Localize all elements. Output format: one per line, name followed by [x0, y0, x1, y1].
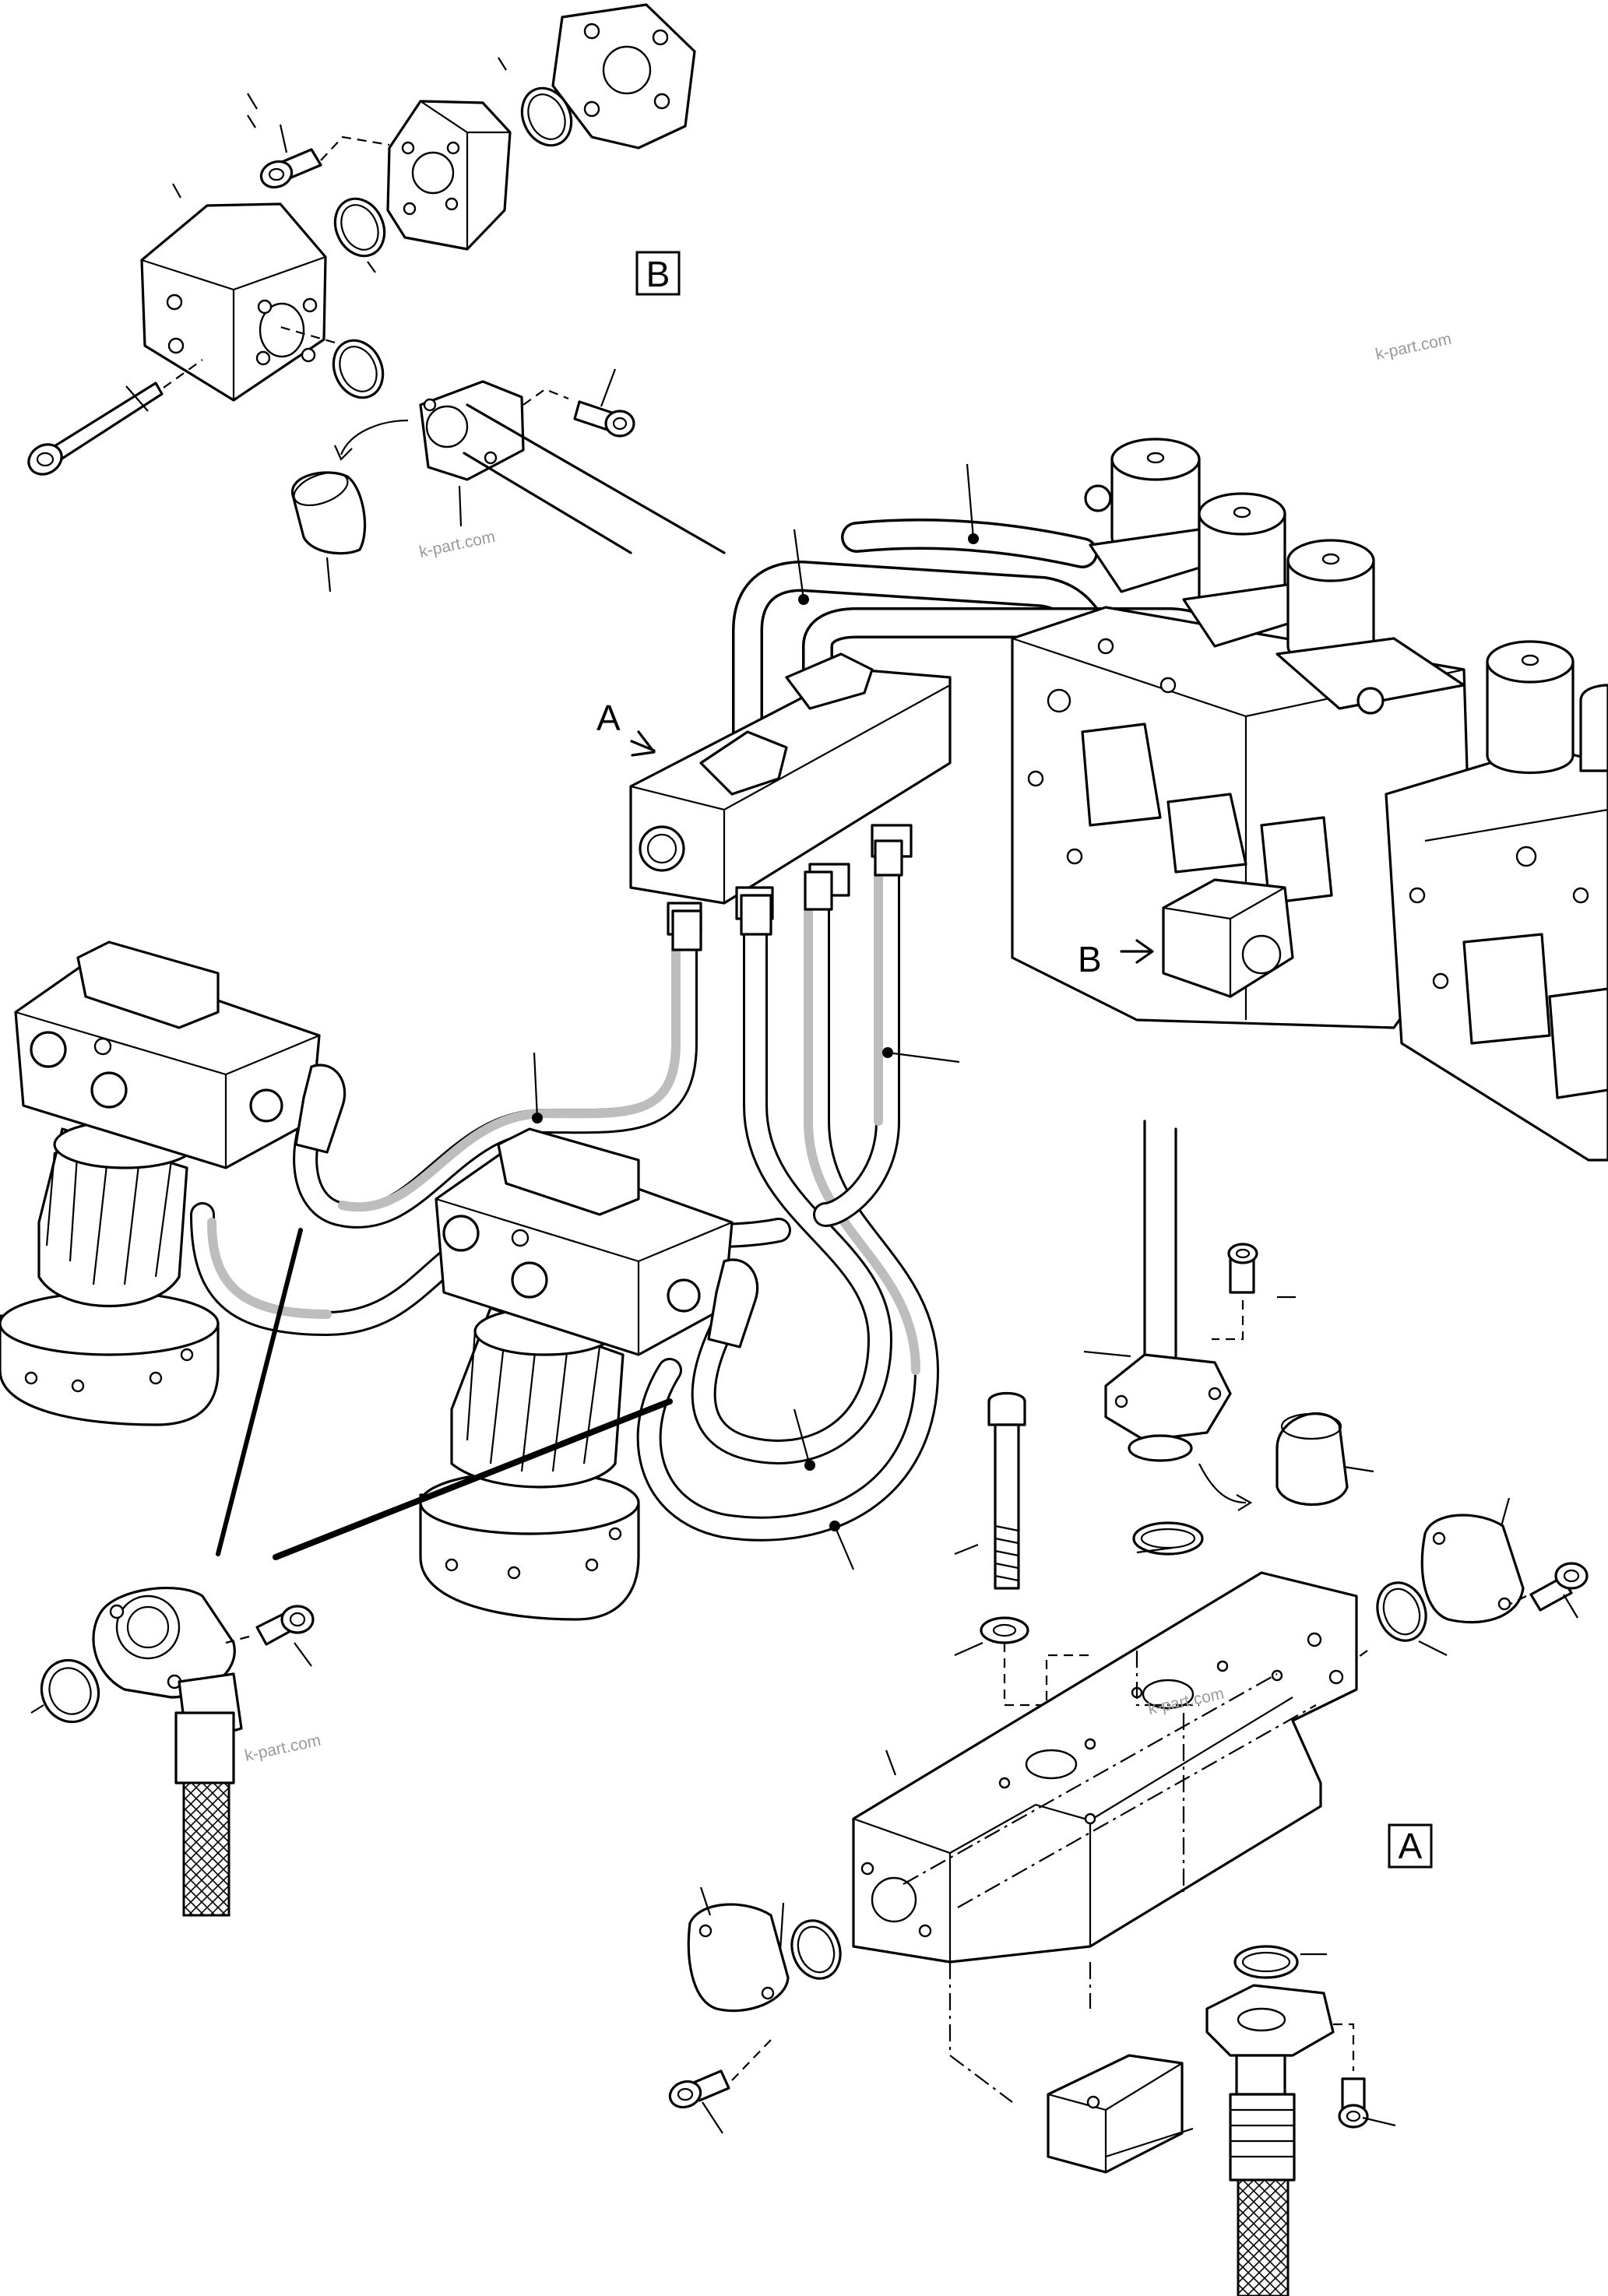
detail-b-label-box — [635, 251, 681, 296]
solenoid-coil — [1275, 539, 1465, 710]
view-a-label: A — [596, 698, 621, 738]
long-bolt — [27, 381, 164, 476]
pipe-flange-half — [419, 380, 726, 554]
watermark: k-part.com — [417, 528, 497, 561]
block-b: B — [1078, 878, 1294, 998]
solenoid-coil — [1089, 438, 1224, 593]
socket-screw — [573, 400, 635, 438]
o-ring — [790, 1919, 842, 1980]
o-ring — [1233, 1945, 1299, 1979]
solenoid-coil — [1182, 492, 1318, 648]
socket-screw — [255, 1605, 315, 1646]
plug-cap — [291, 471, 367, 555]
washer — [980, 1616, 1029, 1644]
o-ring — [520, 86, 573, 147]
flange-fitting — [1205, 1984, 1335, 2296]
o-ring — [1132, 1521, 1204, 1556]
detail-a-label: A — [1399, 1826, 1423, 1866]
plug-cap — [1275, 1412, 1349, 1507]
hydraulic-motor — [0, 941, 347, 1426]
long-bolt — [987, 1392, 1026, 1590]
solenoid-coil — [1486, 640, 1575, 775]
detail-a-assembly: A — [668, 1120, 1589, 2296]
socket-screw — [1529, 1562, 1589, 1612]
hydraulic-motor — [419, 1127, 759, 1621]
socket-screw — [259, 148, 322, 189]
socket-screw — [668, 2069, 730, 2109]
cover-plate — [687, 1903, 790, 2013]
detail-a-label-box — [1388, 1823, 1433, 1869]
watermark: k-part.com — [243, 1732, 322, 1765]
o-ring — [332, 339, 385, 399]
detail-b-label: B — [646, 254, 670, 294]
watermark: k-part.com — [1374, 330, 1453, 364]
detail-b-assembly: B — [27, 3, 726, 592]
cover-plate — [1420, 1514, 1525, 1624]
view-b-label: B — [1078, 939, 1102, 979]
socket-screw — [1227, 1243, 1258, 1294]
o-ring — [40, 1658, 100, 1724]
elbow-fitting-detail — [30, 1228, 673, 1917]
control-valve-bank — [1011, 438, 1608, 1162]
o-ring — [333, 197, 386, 258]
spacer-block — [1047, 2054, 1184, 2174]
socket-screw — [1338, 2077, 1369, 2129]
